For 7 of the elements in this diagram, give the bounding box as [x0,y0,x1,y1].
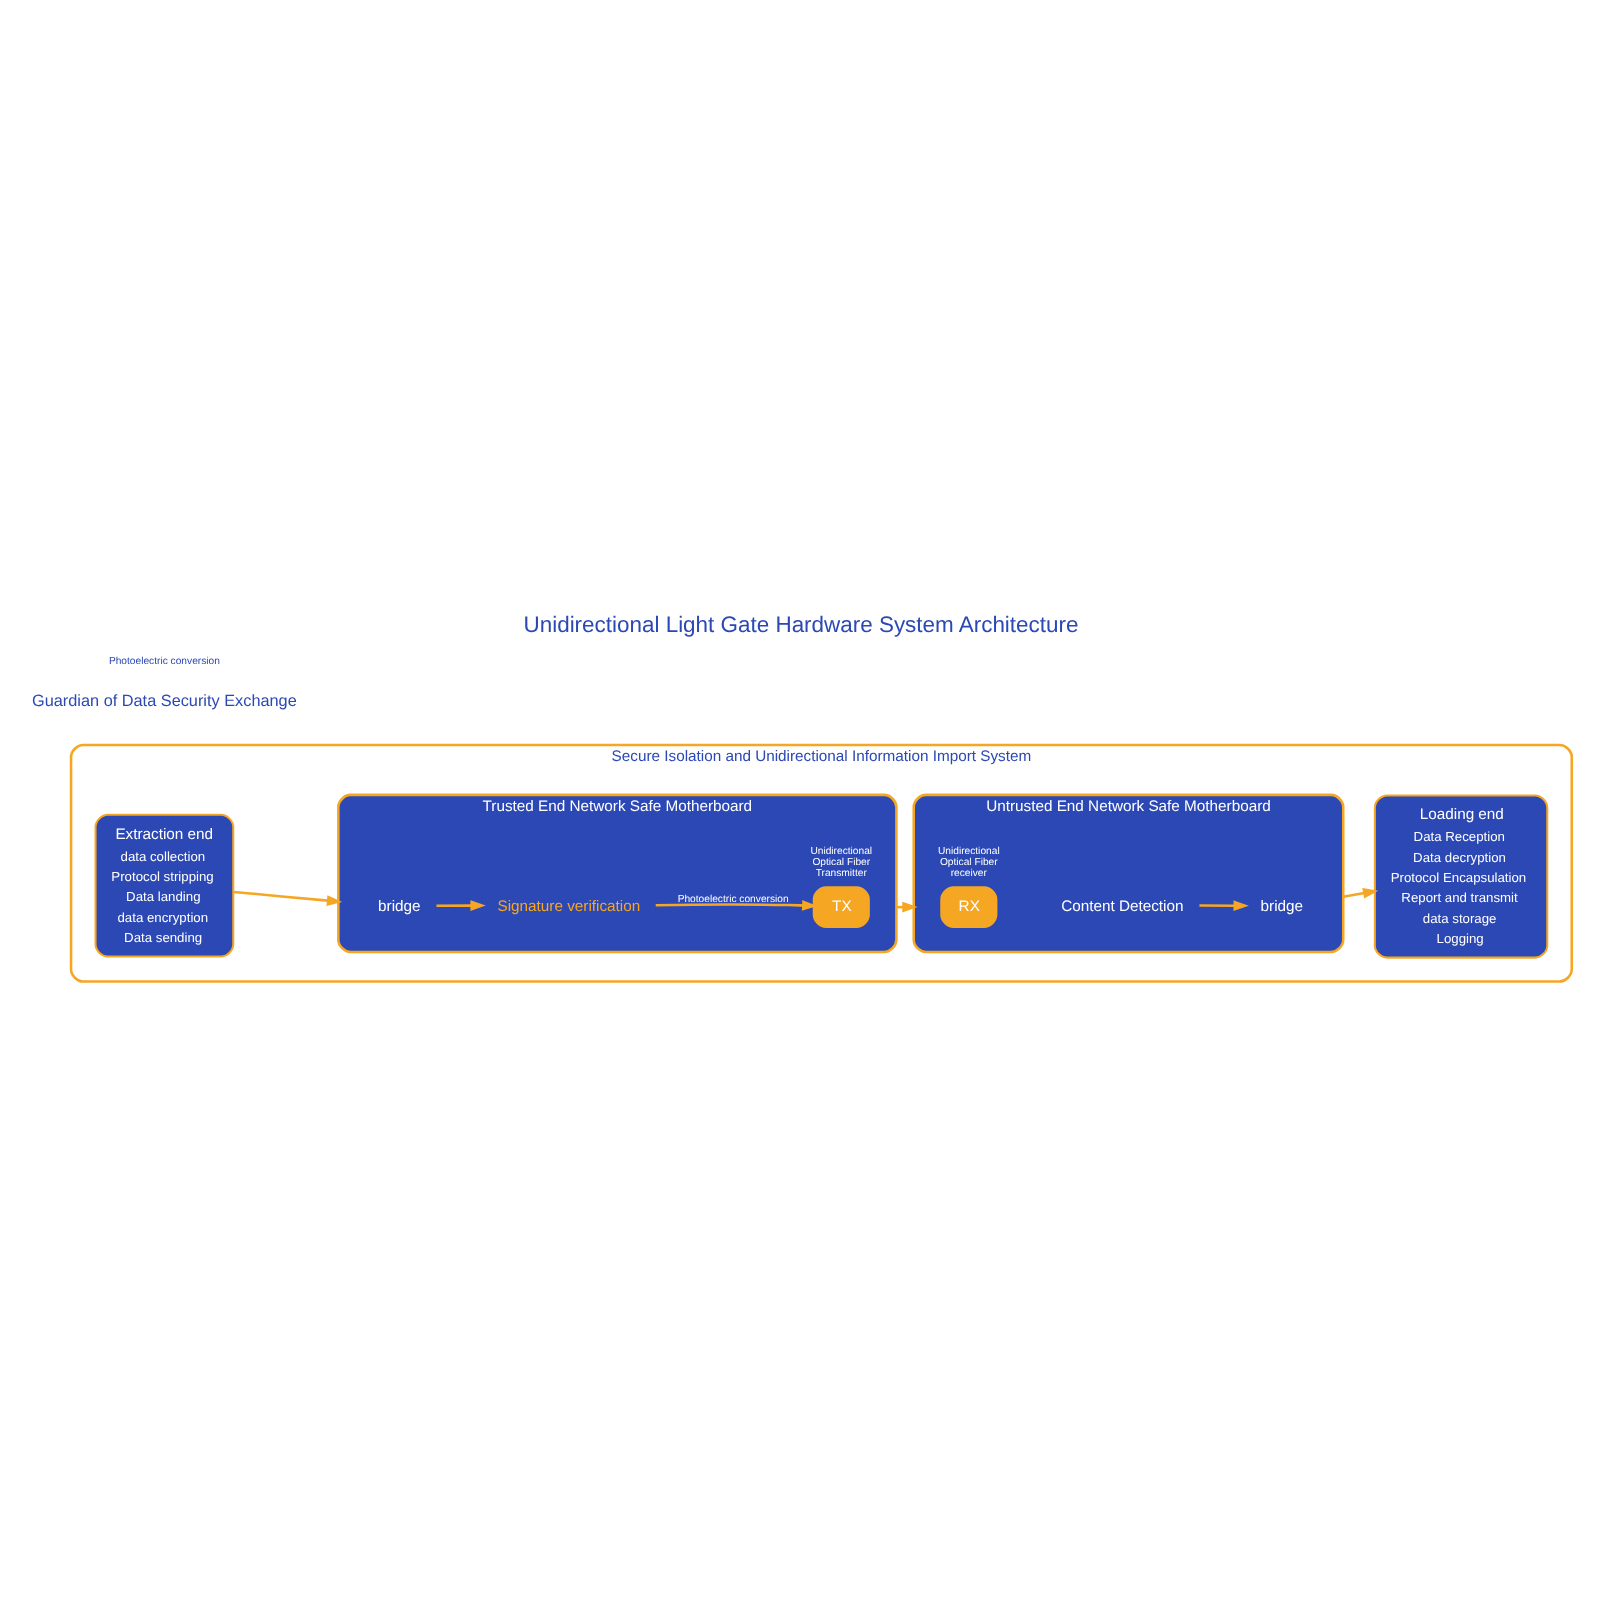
arrow [435,900,485,911]
diagram-title: Unidirectional Light Gate Hardware System Architecture [522,614,1078,639]
arrow [654,900,817,911]
arrow [1342,887,1378,899]
label: Guardian of Data Security Exchange [31,691,296,710]
arrow [1198,900,1248,912]
arrow [232,890,342,906]
